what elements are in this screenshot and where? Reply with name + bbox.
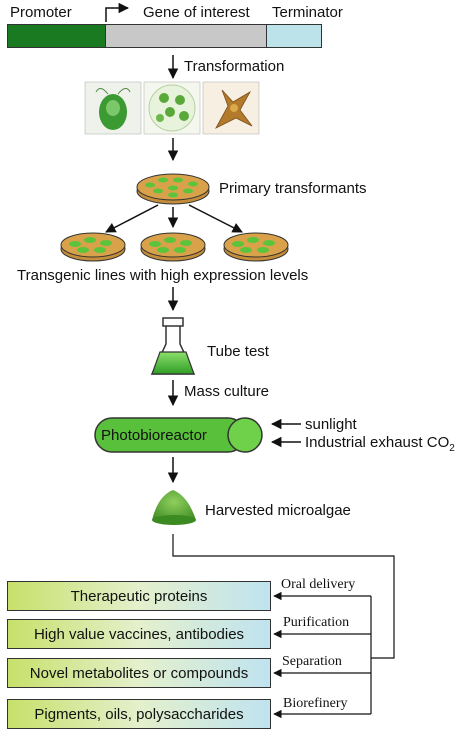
output-vaccines-antibodies: High value vaccines, antibodies — [7, 619, 271, 649]
primary-transformants-label: Primary transformants — [219, 180, 367, 197]
transformation-label: Transformation — [184, 58, 285, 75]
photobioreactor-cylinder — [94, 417, 263, 453]
exhaust-co2-label: Industrial exhaust CO2 — [305, 434, 455, 454]
process-purification: Purification — [283, 615, 350, 630]
tube-test-label: Tube test — [207, 343, 269, 360]
harvested-powder-icon — [152, 490, 196, 525]
process-biorefinery: Biorefinery — [283, 696, 348, 711]
gene-segment — [105, 24, 267, 48]
mass-culture-label: Mass culture — [184, 383, 270, 400]
terminator-segment — [266, 24, 322, 48]
process-oral-delivery: Oral delivery — [281, 577, 356, 592]
flow-arrows — [105, 55, 301, 484]
photobioreactor-label: Photobioreactor — [101, 427, 207, 444]
microalgae-photos — [84, 81, 260, 135]
promoter-segment — [7, 24, 106, 48]
output-novel-metabolites: Novel metabolites or compounds — [7, 658, 271, 688]
output-pigments-oils: Pigments, oils, polysaccharides — [7, 699, 271, 729]
output-therapeutic-proteins: Therapeutic proteins — [7, 581, 271, 611]
sunlight-label: sunlight — [305, 416, 357, 433]
gene-label: Gene of interest — [143, 4, 250, 21]
transgenic-lines-label: Transgenic lines with high expression le… — [17, 267, 309, 284]
transgenic-petri-dishes — [60, 232, 289, 262]
promoter-label: Promoter — [10, 4, 72, 21]
distribution-lines — [172, 534, 395, 719]
transcription-start-arrow — [105, 2, 130, 22]
primary-petri-dish — [136, 173, 210, 205]
process-separation: Separation — [282, 654, 342, 669]
harvested-microalgae-label: Harvested microalgae — [205, 502, 351, 519]
terminator-label: Terminator — [272, 4, 343, 21]
flask-icon — [150, 317, 196, 375]
